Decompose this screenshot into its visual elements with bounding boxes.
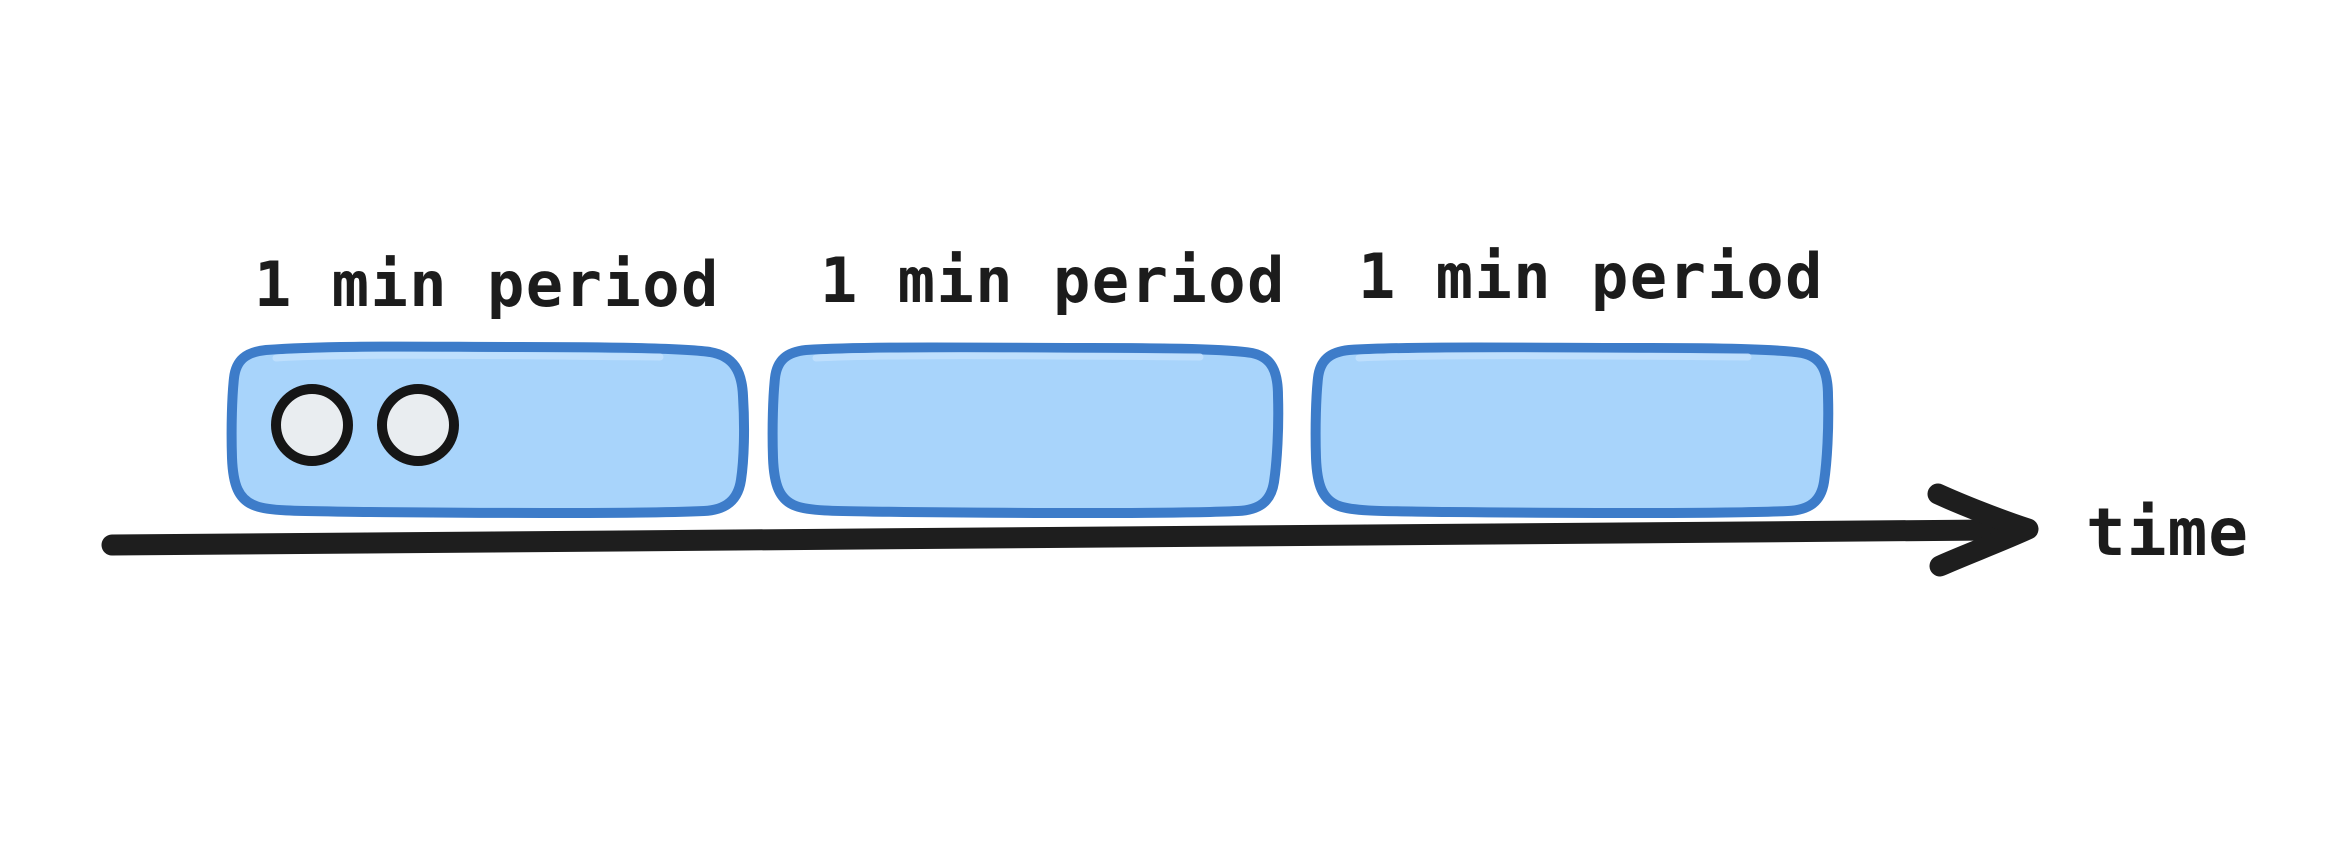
time-axis-arrow <box>101 483 2039 577</box>
period-box-2-sketch-highlight <box>812 352 1204 362</box>
period-box-1-sketch-highlight <box>272 351 664 362</box>
period-label-3: 1 min period <box>1358 240 1824 313</box>
period-box-2[interactable] <box>767 342 1284 518</box>
period-label-2: 1 min period <box>820 244 1286 317</box>
period-box-3[interactable] <box>1310 342 1834 518</box>
time-axis-line <box>101 519 2003 556</box>
event-marker-2-circle <box>377 384 459 466</box>
period-label-1: 1 min period <box>254 248 720 321</box>
event-marker-1[interactable] <box>271 384 353 466</box>
period-box-3-shape <box>1310 342 1834 518</box>
period-box-2-shape <box>767 342 1284 518</box>
period-box-3-sketch-highlight <box>1355 352 1752 362</box>
event-marker-1-circle <box>271 384 353 466</box>
event-marker-2[interactable] <box>377 384 459 466</box>
time-axis-label: time <box>2086 494 2249 571</box>
period-box-1[interactable] <box>226 341 750 518</box>
period-box-1-shape <box>226 341 750 518</box>
time-axis-arrowhead-icon <box>1927 483 2039 577</box>
